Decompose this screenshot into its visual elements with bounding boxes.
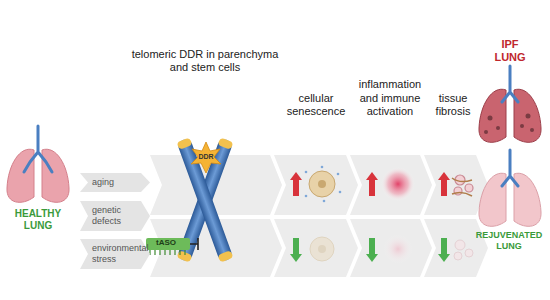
chevron-fill [80,201,150,231]
risk-factor-chevron: genetic defects [80,201,150,231]
chevron-fill [80,239,150,269]
ipf-lung [479,66,541,142]
lung-label: IPF LUNG [487,38,533,64]
lung-label: REJUVENATED LUNG [470,230,548,252]
risk-factor-chevron: aging [80,173,150,192]
factor-text: environmental stress [80,239,150,269]
chevron-shape [80,173,150,192]
factor-text: genetic defects [80,201,150,231]
fibrosis-tissue [452,175,473,196]
column-heading: telomeric DDR in parenchyma and stem cel… [130,48,280,74]
oligo-label: tASO [146,238,186,248]
senescent-cell-faded [310,237,334,261]
column-heading: inflammation and immune activation [354,78,426,118]
inflammation-glow [381,167,415,201]
inflammation-glow-faded [383,234,413,264]
lung-label: HEALTHY LUNG [9,208,67,232]
star-label: DDR [192,153,220,161]
risk-factor-chevron: environmental stress [80,239,150,269]
column-heading: cellular senescence [280,92,352,118]
taso-oligo [146,238,198,255]
healthy-lung [7,126,69,202]
fibrosis-tissue-faded [454,240,473,260]
chevron-fill [80,173,150,192]
column-heading: tissue fibrosis [423,92,483,118]
increase-arrow [290,172,450,196]
ddr-star [191,142,221,173]
decrease-arrow [290,238,450,262]
senescent-cell [305,166,342,203]
rejuvenated-lung [479,150,541,226]
factor-text: aging [80,173,150,192]
